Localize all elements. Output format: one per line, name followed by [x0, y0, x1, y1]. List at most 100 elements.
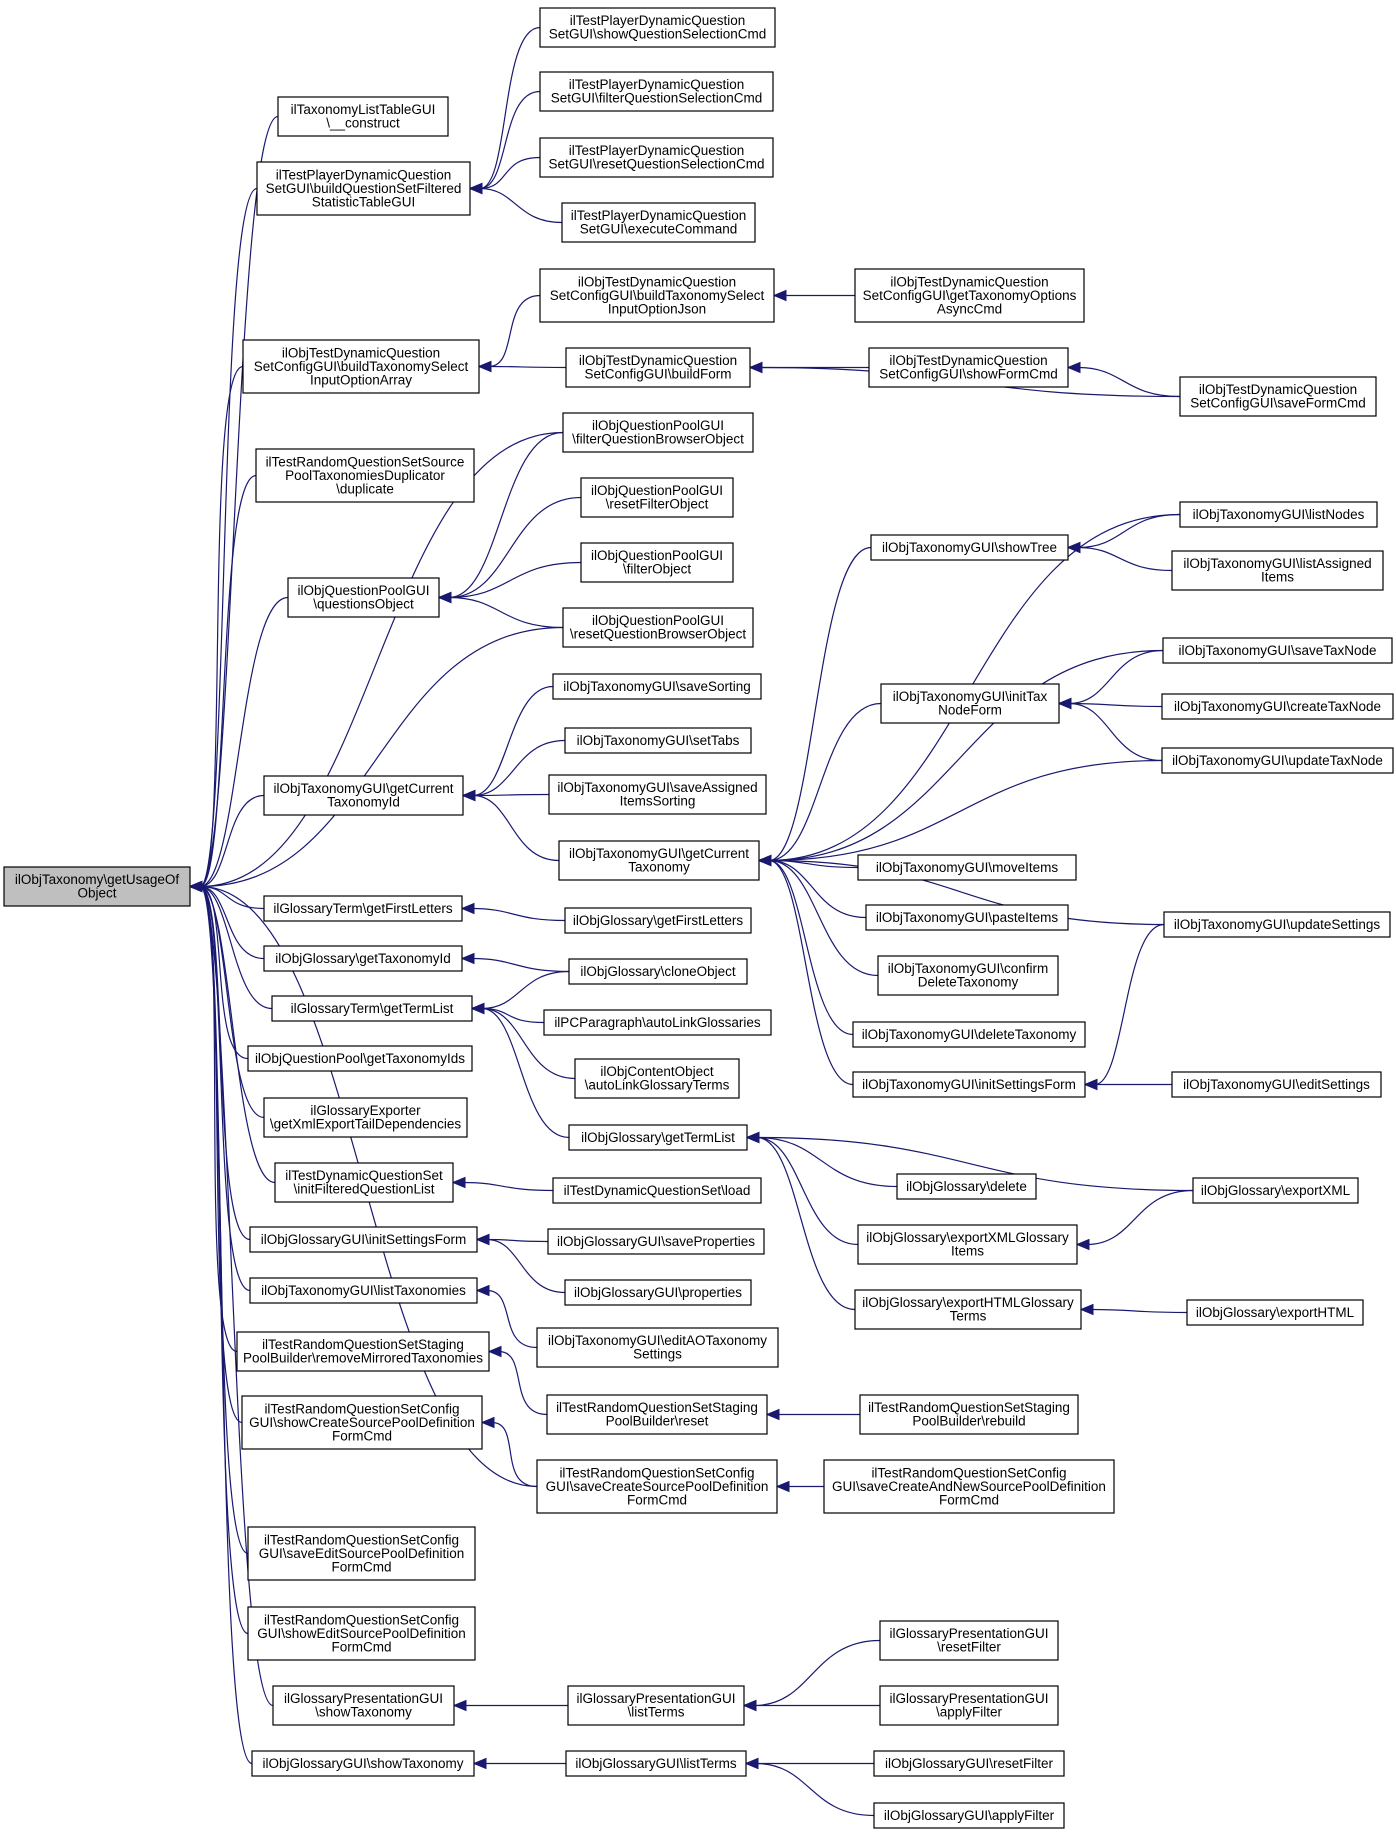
- node-label-line: StatisticTableGUI: [312, 194, 416, 209]
- node-label-line: ilTestPlayerDynamicQuestion: [569, 143, 745, 158]
- function-node[interactable]: ilObjGlossary\exportXML: [1192, 1177, 1359, 1204]
- function-node[interactable]: ilTestPlayerDynamicQuestionSetGUI\filter…: [539, 71, 774, 112]
- function-node[interactable]: ilGlossaryTerm\getFirstLetters: [263, 895, 463, 922]
- function-node[interactable]: ilTestPlayerDynamicQuestionSetGUI\buildQ…: [256, 161, 471, 216]
- function-node[interactable]: ilObjTestDynamicQuestionSetConfigGUI\get…: [854, 268, 1085, 323]
- function-node[interactable]: ilTestPlayerDynamicQuestionSetGUI\execut…: [561, 202, 756, 243]
- function-node[interactable]: ilObjGlossary\getTaxonomyId: [263, 945, 463, 972]
- edge-line: [199, 365, 244, 888]
- function-node[interactable]: ilObjTaxonomyGUI\listNodes: [1179, 501, 1378, 528]
- function-node[interactable]: ilObjTaxonomyGUI\saveSorting: [552, 673, 762, 700]
- function-node[interactable]: ilObjTaxonomyGUI\listTaxonomies: [249, 1277, 478, 1304]
- function-node[interactable]: ilObjTaxonomyGUI\updateTaxNode: [1161, 747, 1394, 774]
- function-node[interactable]: ilObjQuestionPoolGUI\filterQuestionBrows…: [562, 412, 754, 453]
- edge-d22-to-c13: [475, 1233, 566, 1294]
- function-node[interactable]: ilObjGlossary\cloneObject: [568, 958, 748, 985]
- function-node[interactable]: ilObjTaxonomyGUI\initSettingsForm: [852, 1071, 1086, 1098]
- function-node[interactable]: ilObjTaxonomyGUI\setTabs: [564, 727, 752, 754]
- function-node[interactable]: ilObjTestDynamicQuestionSetConfigGUI\sav…: [1179, 376, 1377, 417]
- node-label-line: SetConfigGUI\saveFormCmd: [1190, 396, 1366, 411]
- function-node[interactable]: ilObjTaxonomyGUI\pasteItems: [865, 904, 1069, 931]
- function-node[interactable]: ilTestPlayerDynamicQuestionSetGUI\resetQ…: [539, 137, 774, 178]
- edge-c04-to-root: [188, 474, 257, 893]
- function-node[interactable]: ilObjQuestionPoolGUI\filterObject: [580, 542, 734, 583]
- function-node[interactable]: ilObjGlossary\delete: [896, 1173, 1037, 1200]
- function-node[interactable]: ilObjGlossaryGUI\showTaxonomy: [251, 1750, 475, 1777]
- function-node[interactable]: ilObjGlossaryGUI\resetFilter: [873, 1750, 1065, 1777]
- function-node[interactable]: ilObjTaxonomyGUI\saveTaxNode: [1162, 637, 1393, 664]
- function-node[interactable]: ilObjGlossaryGUI\initSettingsForm: [249, 1226, 478, 1253]
- function-node[interactable]: ilGlossaryExporter\getXmlExportTailDepen…: [263, 1097, 468, 1138]
- node-label-line: Settings: [633, 1347, 682, 1362]
- function-node[interactable]: ilGlossaryPresentationGUI\applyFilter: [879, 1685, 1059, 1726]
- node-label-line: ilTestRandomQuestionSetConfig: [559, 1465, 754, 1480]
- node-box: [868, 347, 1069, 388]
- function-node[interactable]: ilObjTaxonomyGUI\showTree: [870, 534, 1069, 561]
- node-label-line: ilObjTaxonomyGUI\listNodes: [1193, 507, 1365, 522]
- function-node[interactable]: ilGlossaryPresentationGUI\listTerms: [567, 1685, 745, 1726]
- function-node[interactable]: ilObjQuestionPool\getTaxonomyIds: [247, 1045, 473, 1072]
- function-node[interactable]: ilTestDynamicQuestionSet\load: [552, 1177, 762, 1204]
- function-node[interactable]: ilObjGlossaryGUI\saveProperties: [547, 1228, 765, 1255]
- function-node[interactable]: ilTestRandomQuestionSetStagingPoolBuilde…: [859, 1394, 1079, 1435]
- edge-line: [756, 1136, 856, 1311]
- function-node[interactable]: ilObjTaxonomyGUI\editSettings: [1171, 1071, 1382, 1098]
- function-node[interactable]: ilTaxonomyListTableGUI\__construct: [277, 96, 449, 137]
- function-node[interactable]: ilObjTaxonomyGUI\moveItems: [857, 854, 1077, 881]
- function-node[interactable]: ilTestRandomQuestionSetConfigGUI\showCre…: [241, 1395, 483, 1450]
- function-node[interactable]: ilObjTaxonomyGUI\deleteTaxonomy: [852, 1021, 1086, 1048]
- function-node[interactable]: ilTestRandomQuestionSetConfigGUI\saveCre…: [823, 1459, 1115, 1514]
- function-node[interactable]: ilObjTaxonomyGUI\createTaxNode: [1161, 693, 1394, 720]
- function-node[interactable]: ilTestPlayerDynamicQuestionSetGUI\showQu…: [539, 7, 776, 48]
- function-node[interactable]: ilTestRandomQuestionSetConfigGUI\saveEdi…: [247, 1526, 476, 1581]
- function-node[interactable]: ilTestRandomQuestionSetStagingPoolBuilde…: [546, 1394, 768, 1435]
- function-node[interactable]: ilGlossaryTerm\getTermList: [271, 995, 473, 1022]
- function-node[interactable]: ilObjQuestionPoolGUI\resetFilterObject: [580, 477, 734, 518]
- function-node[interactable]: ilGlossaryPresentationGUI\resetFilter: [879, 1620, 1059, 1661]
- node-label-line: PoolBuilder\rebuild: [912, 1414, 1025, 1429]
- arrowhead: [1066, 361, 1081, 374]
- function-node[interactable]: ilObjTaxonomyGUI\saveAssignedItemsSortin…: [548, 774, 767, 815]
- edge-line: [199, 885, 251, 1241]
- node-label-line: ilObjTestDynamicQuestion: [890, 274, 1048, 289]
- node-box: [1171, 550, 1384, 591]
- node-label-line: \duplicate: [336, 481, 394, 496]
- function-node[interactable]: ilObjQuestionPoolGUI\resetQuestionBrowse…: [562, 607, 754, 648]
- function-node[interactable]: ilTestRandomQuestionSetStagingPoolBuilde…: [236, 1331, 490, 1372]
- function-node[interactable]: ilObjGlossaryGUI\properties: [564, 1279, 752, 1306]
- function-node[interactable]: ilTestRandomQuestionSetConfigGUI\saveCre…: [536, 1459, 778, 1514]
- function-node[interactable]: ilObjTestDynamicQuestionSetConfigGUI\bui…: [242, 339, 480, 394]
- function-node[interactable]: ilObjGlossaryGUI\applyFilter: [873, 1802, 1065, 1829]
- function-node[interactable]: ilGlossaryPresentationGUI\showTaxonomy: [272, 1685, 455, 1726]
- function-node[interactable]: ilObjGlossaryGUI\listTerms: [565, 1750, 747, 1777]
- arrowhead: [765, 1408, 780, 1421]
- function-node[interactable]: ilObjContentObject\autoLinkGlossaryTerms: [574, 1058, 740, 1099]
- function-node[interactable]: ilObjTestDynamicQuestionSetConfigGUI\sho…: [868, 347, 1069, 388]
- function-node[interactable]: ilPCParagraph\autoLinkGlossaries: [543, 1009, 772, 1036]
- function-node[interactable]: ilObjTestDynamicQuestionSetConfigGUI\bui…: [539, 268, 775, 323]
- function-node[interactable]: ilObjGlossary\exportHTML: [1186, 1299, 1364, 1326]
- function-node[interactable]: ilObjGlossary\getTermList: [568, 1124, 748, 1151]
- function-node[interactable]: ilTestDynamicQuestionSet\initFilteredQue…: [274, 1162, 454, 1203]
- node-label-line: \resetFilter: [937, 1640, 1001, 1655]
- function-node[interactable]: ilObjTestDynamicQuestionSetConfigGUI\bui…: [565, 347, 751, 388]
- function-node[interactable]: ilObjTaxonomyGUI\updateSettings: [1163, 911, 1391, 938]
- function-node[interactable]: ilTestRandomQuestionSetConfigGUI\showEdi…: [247, 1606, 476, 1661]
- node-label-line: ilTestDynamicQuestionSet: [285, 1168, 443, 1183]
- node-box: [562, 412, 754, 453]
- node-box: [857, 854, 1077, 881]
- function-node[interactable]: ilObjQuestionPoolGUI\questionsObject: [287, 577, 440, 618]
- node-box: [1171, 1071, 1382, 1098]
- edge-d16-to-c09: [470, 970, 570, 1015]
- function-node[interactable]: ilTestRandomQuestionSetSourcePoolTaxonom…: [255, 448, 475, 503]
- function-node[interactable]: ilObjGlossary\getFirstLetters: [564, 907, 752, 934]
